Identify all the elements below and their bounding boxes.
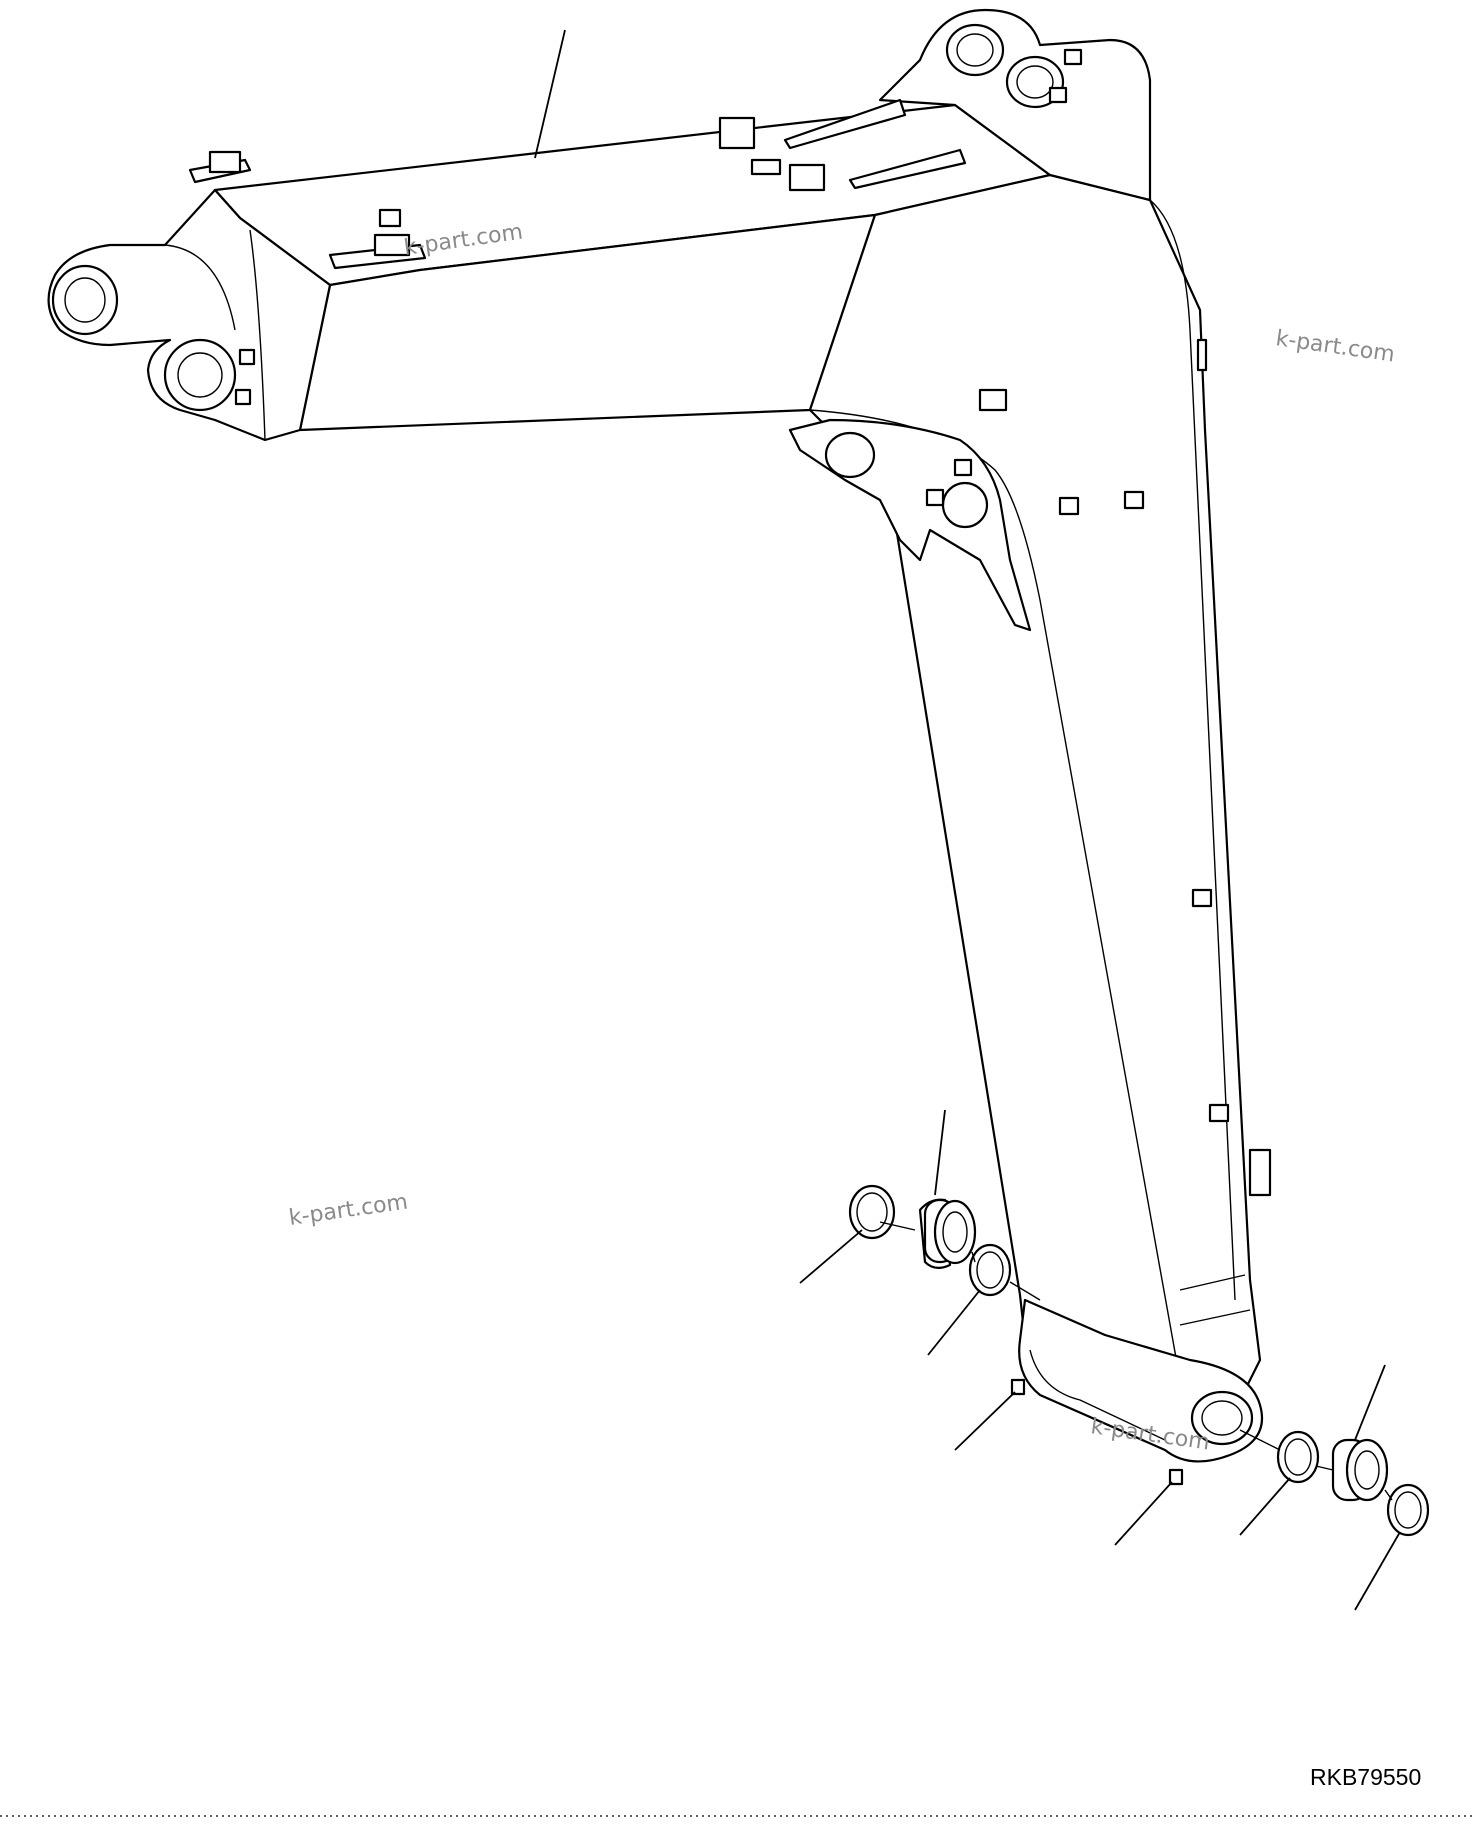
top-pin-bore-1	[945, 23, 1005, 77]
leader-seal-ring-1	[799, 1229, 863, 1284]
drawing-code: RKB79550	[1310, 1764, 1421, 1790]
leader-grease-fitting-2	[1114, 1481, 1173, 1546]
leader-bushing-2	[1354, 1364, 1386, 1441]
grease-fitting-1	[1010, 1378, 1026, 1396]
assembly-axis-lines	[879, 1221, 1393, 1501]
boom-arm-end	[47, 188, 332, 442]
leader-lines	[534, 29, 1401, 1611]
leader-seal-ring-3	[1239, 1477, 1291, 1536]
watermark-2: k-part.com	[1274, 326, 1396, 367]
cylinder-pin-bore	[824, 431, 876, 479]
mounting-blocks	[188, 116, 1272, 1197]
arm-pin-bore-2	[163, 338, 237, 412]
grease-fitting-2	[1168, 1468, 1184, 1486]
leader-boom	[534, 29, 566, 159]
exploded-parts-left	[848, 1184, 1026, 1396]
leader-seal-ring-4	[1354, 1531, 1401, 1611]
boom-assembly	[47, 8, 1272, 1463]
leader-seal-ring-2	[927, 1289, 981, 1356]
leader-bushing-1	[934, 1109, 946, 1196]
leader-grease-fitting-1	[954, 1391, 1016, 1451]
exploded-parts-right	[1168, 1430, 1430, 1537]
foot-pin-bore	[1190, 1390, 1254, 1446]
arm-pin-bore-1	[51, 264, 119, 336]
watermark-3: k-part.com	[287, 1190, 409, 1231]
